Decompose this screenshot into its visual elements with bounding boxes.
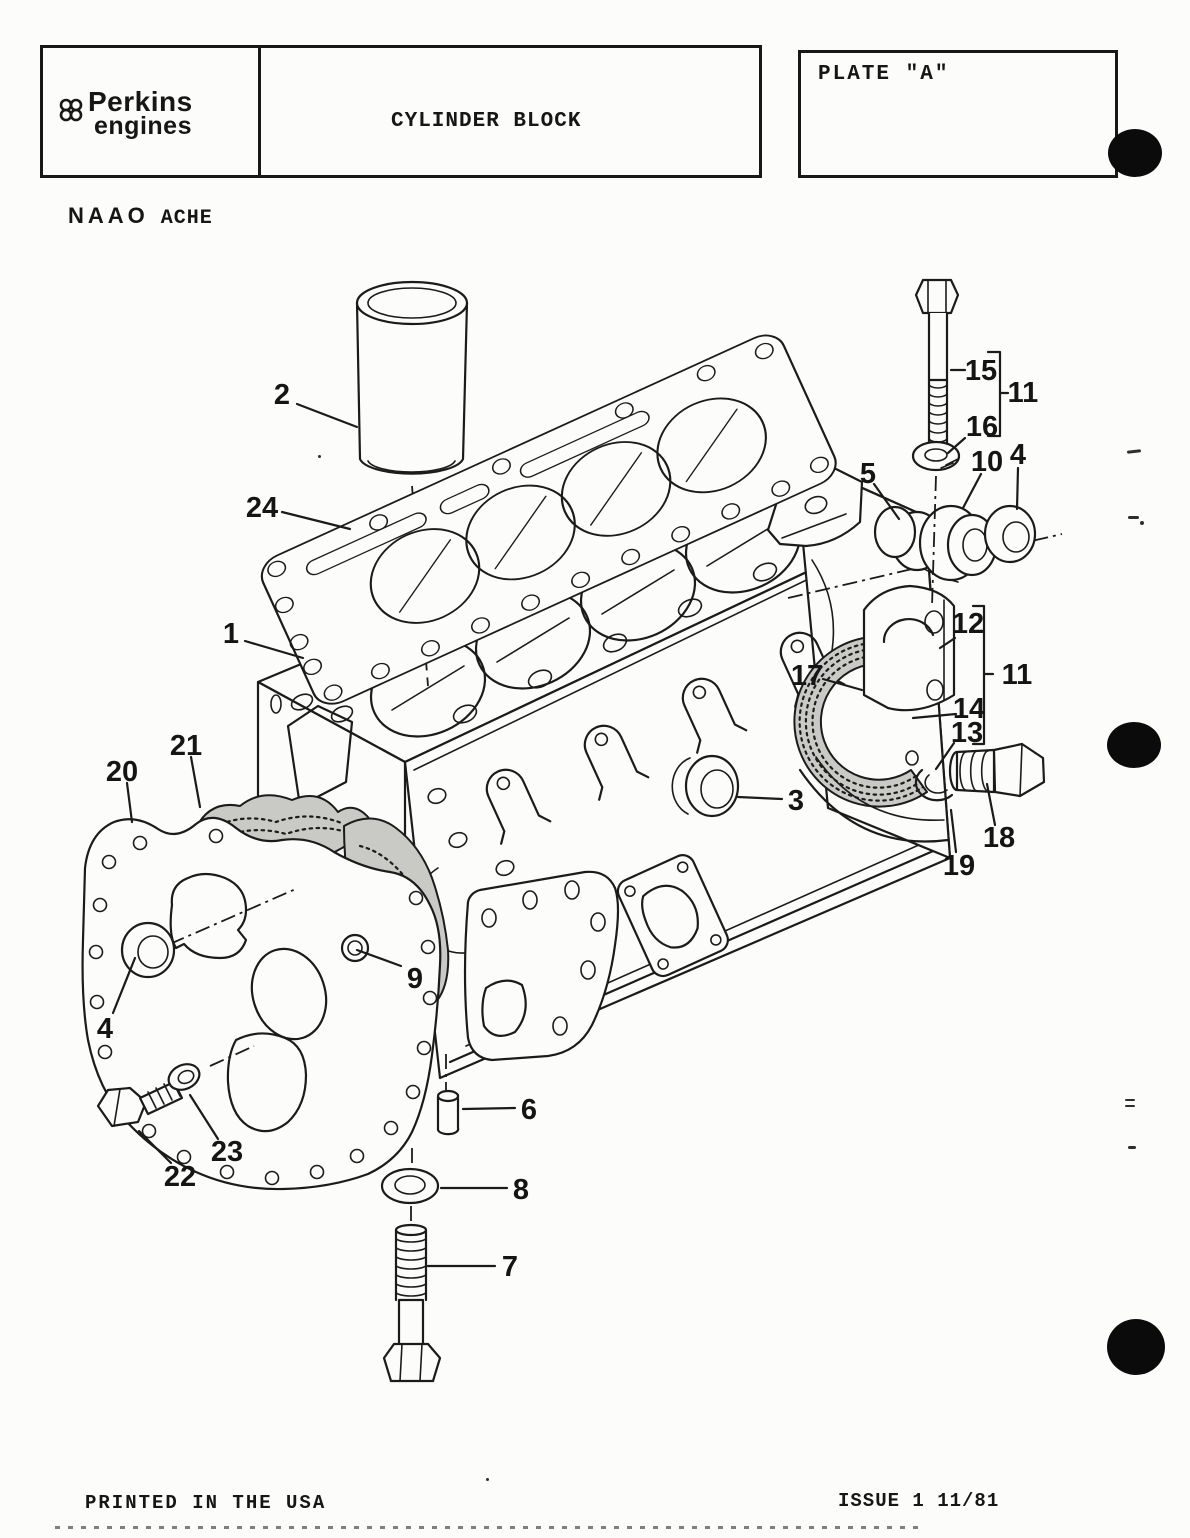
callout-2: 2 (274, 379, 290, 411)
bottom-dotted-rule (55, 1526, 920, 1529)
model-codes: NAAO ACHE (68, 203, 213, 230)
scan-speck (1128, 1146, 1136, 1149)
scan-speck (486, 1478, 489, 1481)
callout-numbers: 1 2 3 4 4 5 6 7 8 9 10 11 11 12 13 14 15… (97, 355, 1038, 1283)
callout-11-mid: 11 (1002, 659, 1033, 691)
scan-speck (1128, 516, 1139, 519)
bush-part-4-left (120, 921, 176, 979)
plug-bolt-part-18 (948, 742, 1046, 798)
callout-4-right: 4 (1010, 439, 1026, 471)
callout-3: 3 (788, 785, 804, 817)
callout-1: 1 (223, 618, 239, 650)
callout-8: 8 (513, 1174, 529, 1206)
code-ache: ACHE (160, 207, 213, 230)
callout-9: 9 (407, 963, 423, 995)
callout-11-top: 11 (1008, 377, 1039, 409)
scan-speck (1125, 1099, 1135, 1101)
head-gasket-part-24 (260, 334, 837, 705)
perkins-rings-icon (59, 98, 83, 122)
hole-punch-mark-middle (1107, 722, 1161, 768)
callout-23: 23 (211, 1136, 243, 1168)
scan-speck (1125, 1105, 1135, 1107)
code-naao: NAAO (68, 203, 149, 228)
hole-punch-mark-top (1108, 129, 1162, 177)
side-cover-pad (616, 854, 729, 978)
callout-18: 18 (983, 822, 1015, 854)
spring-washer-part-16 (911, 440, 961, 607)
plate-box: PLATE "A" (798, 50, 1118, 178)
leader-lines (111, 350, 1020, 1268)
callout-12: 12 (952, 608, 984, 640)
callout-15: 15 (965, 355, 997, 387)
callout-21: 21 (170, 730, 202, 762)
callout-10: 10 (971, 446, 1003, 478)
bolt-part-15 (914, 278, 960, 453)
callout-20: 20 (106, 756, 138, 788)
callout-7: 7 (502, 1251, 518, 1283)
thrust-washer-and-bush-group (787, 504, 1063, 599)
front-face-arches (485, 631, 846, 845)
thrust-washer-part-5a (873, 505, 917, 559)
page-title: CYLINDER BLOCK (391, 110, 582, 133)
callout-16: 16 (966, 411, 998, 443)
camshaft-bush-part-3 (671, 754, 740, 818)
hole-punch-mark-bottom (1107, 1319, 1165, 1375)
logo-line1: Perkins (88, 86, 193, 117)
header-divider (258, 48, 261, 175)
scan-speck (318, 455, 321, 458)
issue-text: ISSUE 1 11/81 (838, 1490, 1000, 1512)
logo-line2: engines (94, 112, 192, 140)
seal-strip-retainer-parts-13-19 (905, 750, 954, 802)
callout-5: 5 (860, 458, 876, 490)
callout-13: 13 (951, 717, 983, 749)
bush-part-4-right (983, 504, 1037, 564)
gear-access-hole (169, 872, 248, 960)
callout-14: 14 (953, 693, 985, 725)
bearing-cap-part-12 (862, 584, 956, 712)
spring-washer-part-23 (167, 1063, 201, 1091)
scan-speck (1140, 521, 1144, 525)
dowel-part-6 (436, 1054, 460, 1136)
backplate-part-20 (81, 816, 442, 1191)
washer-part-8 (380, 1148, 440, 1224)
callout-6: 6 (521, 1094, 537, 1126)
perkins-logo: Perkins engines (58, 86, 193, 140)
header-box: Perkins engines CYLINDER BLOCK (40, 45, 762, 178)
gasket-bolt-holes (267, 342, 829, 701)
mount-bracket (463, 870, 620, 1062)
printed-in-usa-text: PRINTED IN THE USA (85, 1492, 327, 1514)
callout-24: 24 (246, 492, 278, 524)
bolt-part-22 (96, 1079, 184, 1128)
callout-19: 19 (943, 850, 975, 882)
bolt-part-7 (382, 1223, 442, 1383)
callout-17: 17 (791, 660, 823, 692)
callout-22: 22 (164, 1161, 196, 1193)
callout-4-left: 4 (97, 1013, 113, 1045)
plate-label: PLATE "A" (818, 63, 950, 86)
